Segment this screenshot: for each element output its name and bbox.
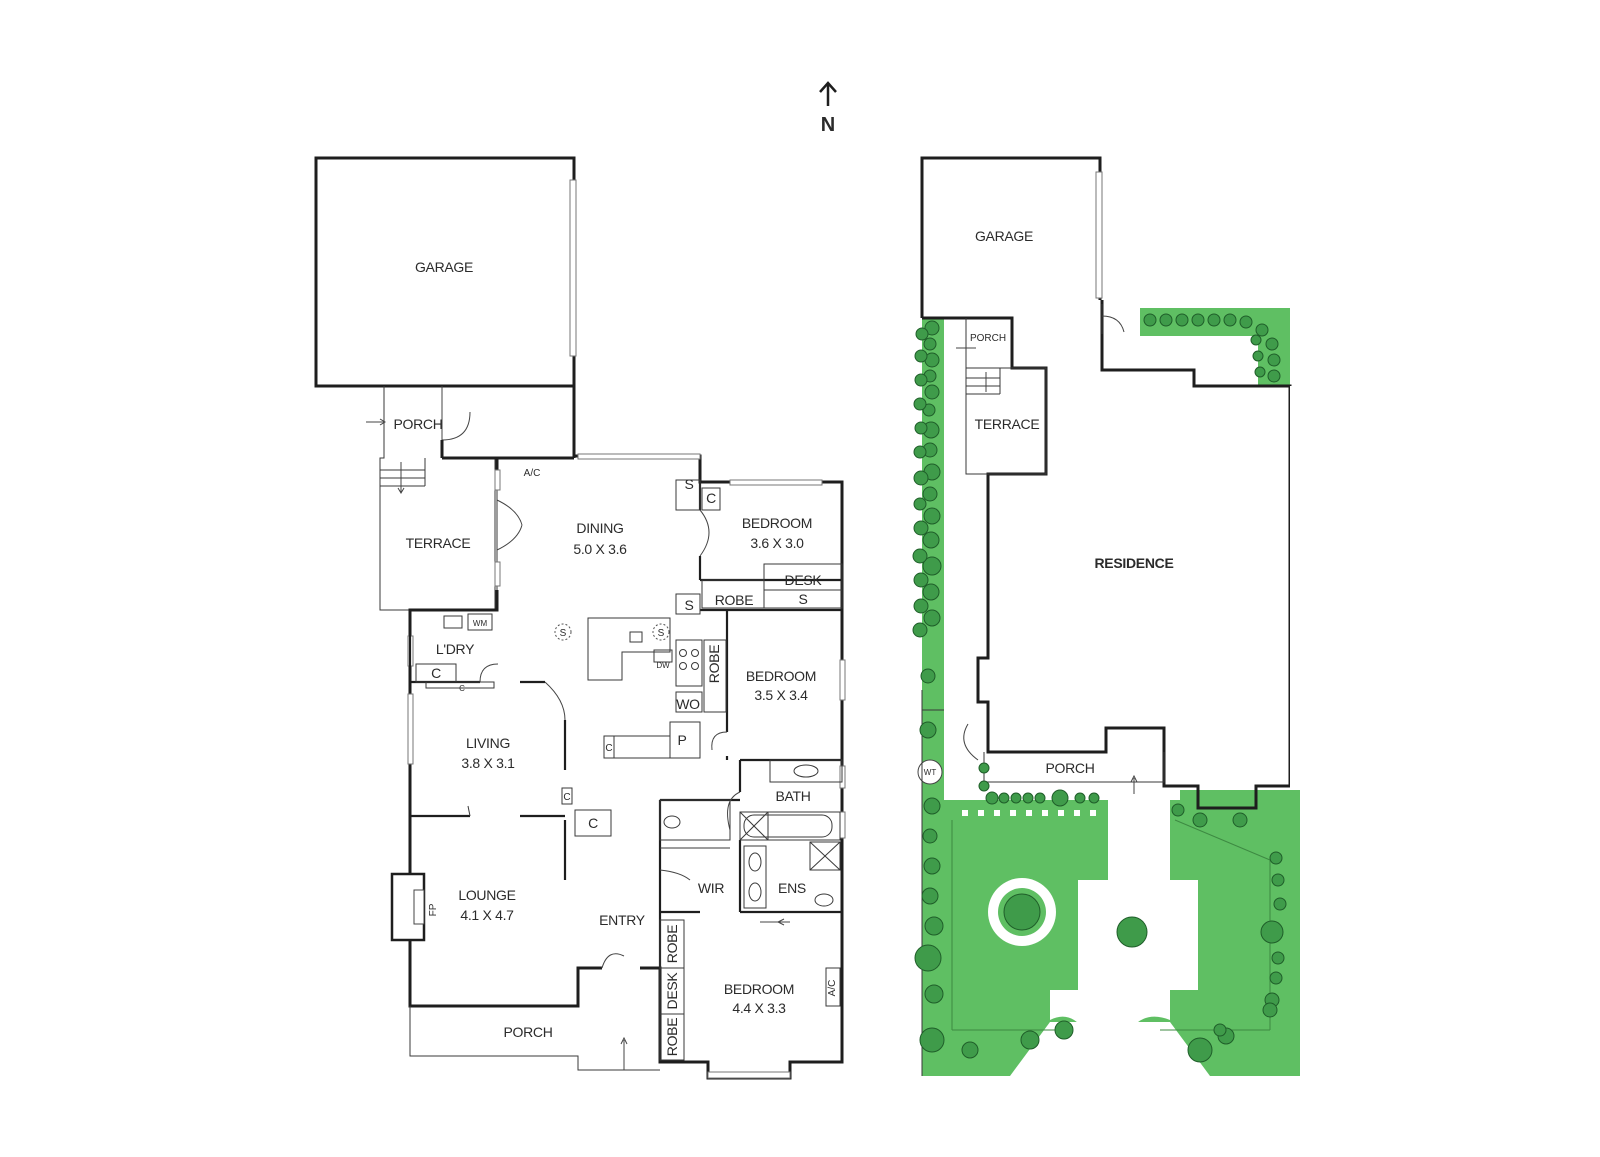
room-label-bath: BATH	[775, 788, 810, 804]
site-label-terrace: TERRACE	[975, 416, 1040, 432]
room-label-ens: ENS	[778, 880, 806, 896]
fixture-c-6: C	[605, 743, 612, 754]
room-size-lounge: 4.1 X 4.7	[460, 907, 514, 923]
fixture-dw: DW	[656, 661, 670, 670]
fixture-s-smoke-1: S	[560, 628, 567, 639]
room-label-bedroom1: BEDROOM	[742, 515, 812, 531]
garage-door	[569, 179, 577, 357]
site-label-porch-top: PORCH	[970, 333, 1006, 344]
room-label-porch-rear: PORCH	[393, 416, 442, 432]
north-arrow-icon	[819, 81, 837, 106]
fixture-wo: WO	[676, 696, 700, 712]
fixture-desk-1: DESK	[785, 572, 823, 588]
room-label-dining: DINING	[576, 520, 623, 536]
room-size-bedroom1: 3.6 X 3.0	[750, 535, 804, 551]
fixture-desk-2: DESK	[664, 972, 680, 1010]
fixture-p: P	[677, 732, 686, 748]
fixture-robe-4: ROBE	[664, 1018, 680, 1056]
room-size-living: 3.8 X 3.1	[461, 755, 515, 771]
site-label-porch-front: PORCH	[1045, 760, 1094, 776]
fixture-s-2: S	[684, 597, 693, 613]
room-label-bedroom2: BEDROOM	[746, 668, 816, 684]
fixture-wm: WM	[473, 619, 488, 628]
room-label-bedroom3: BEDROOM	[724, 981, 794, 997]
site-plan	[912, 156, 1300, 1076]
fixture-c-5: C	[588, 815, 598, 831]
fixture-s-smoke-2: S	[658, 628, 665, 639]
floor-plan	[314, 156, 846, 1080]
room-label-wir: WIR	[698, 880, 725, 896]
room-label-porch-front: PORCH	[503, 1024, 552, 1040]
room-label-lounge: LOUNGE	[458, 887, 515, 903]
shrub-border-left	[912, 313, 1287, 1063]
site-label-garage: GARAGE	[975, 228, 1033, 244]
fixture-robe-1: ROBE	[715, 592, 753, 608]
room-label-living: LIVING	[466, 735, 510, 751]
site-label-residence: RESIDENCE	[1095, 555, 1174, 571]
room-label-terrace: TERRACE	[406, 535, 471, 551]
room-size-bedroom3: 4.4 X 3.3	[732, 1000, 786, 1016]
fixture-robe-2: ROBE	[706, 645, 722, 683]
fixture-robe-3: ROBE	[664, 925, 680, 963]
fixture-ac-1: A/C	[524, 468, 541, 479]
fixture-s-1: S	[684, 476, 693, 492]
room-label-entry: ENTRY	[599, 912, 646, 928]
fixture-fp: FP	[428, 903, 439, 916]
room-label-laundry: L'DRY	[436, 641, 475, 657]
room-size-dining: 5.0 X 3.6	[573, 541, 627, 557]
site-label-wt: WT	[924, 768, 937, 777]
fixture-c-1: C	[706, 490, 716, 506]
room-size-bedroom2: 3.5 X 3.4	[754, 687, 808, 703]
fixture-c-2: C	[431, 665, 441, 681]
residence-outline	[922, 300, 1292, 810]
room-label-garage: GARAGE	[415, 259, 473, 275]
fixture-ac-2: A/C	[827, 980, 838, 997]
north-label: N	[821, 114, 835, 136]
fixture-s-3: S	[798, 591, 807, 607]
fixture-c-3: C	[459, 684, 465, 693]
fixture-c-4: C	[563, 792, 570, 803]
